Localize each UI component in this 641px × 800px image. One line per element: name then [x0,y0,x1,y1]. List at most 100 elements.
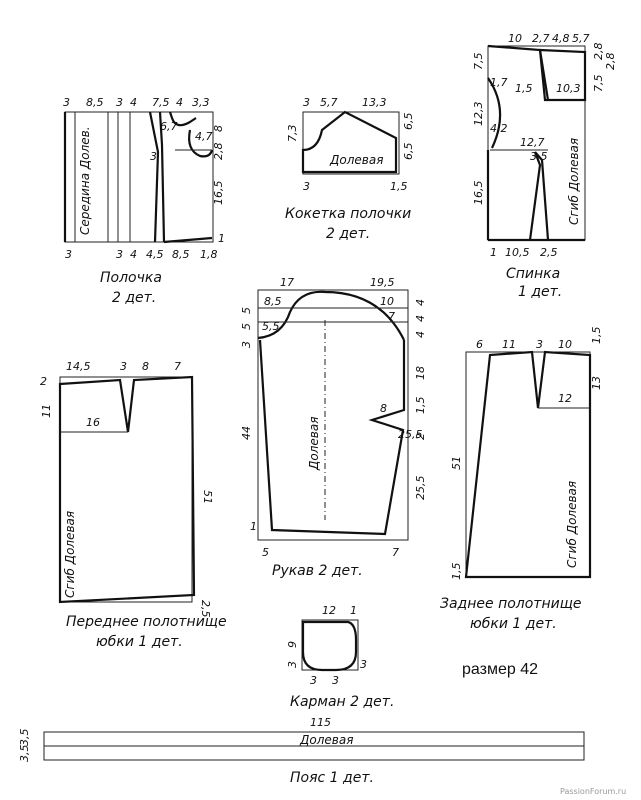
waistband-left-dim: 3,5 [18,729,31,747]
front-skirt-top-dim: 7 [174,360,181,373]
waistband-grain-label: Долевая [299,733,353,747]
back-skirt-piece: 6 11 3 10 1,5 13 12 51 1,5 Сгиб Долевая … [440,327,603,633]
sleeve-grain-label: Долевая [307,417,321,471]
sleeve-right-dim: 4 [414,315,427,322]
back-skirt-left-dim: 1,5 [450,563,463,581]
front-bodice-right-dim: 1 [218,232,225,245]
size-note: размер 42 [462,661,538,678]
waistband-caption: Пояс 1 дет. [290,770,374,786]
front-bodice-piece: 3 8,5 3 4 7,5 4 3,3 3 3 4 4,5 8,5 1,8 6,… [63,96,225,306]
front-bodice-top-dim: 3 [116,96,123,109]
back-bodice-top-dim: 10 [508,32,522,45]
front-bodice-inner-dim: 4,7 [195,130,213,143]
back-skirt-right-dim: 1,5 [590,327,603,345]
back-bodice-inner-dim: 1,7 [490,76,508,89]
waistband-left-dim: 3,5 [18,745,31,763]
back-bodice-top-dim: 4,8 [552,32,570,45]
back-bodice-left-dim: 7,5 [472,53,485,71]
back-bodice-inner-dim: 10,3 [556,82,581,95]
watermark: PassionForum.ru [560,787,626,796]
front-bodice-grain-label: Середина Долев. [78,126,92,235]
front-skirt-inner-dim: 16 [86,416,100,429]
back-skirt-top-dim: 6 [476,338,483,351]
sleeve-right-dim: 25,5 [414,476,427,501]
back-skirt-inner-dim: 12 [558,392,572,405]
front-bodice-bottom-dim: 4 [130,248,137,261]
back-bodice-quantity: 1 дет. [518,284,562,300]
back-skirt-top-dim: 11 [502,338,516,351]
back-bodice-bottom-dim: 1 [490,246,497,259]
front-bodice-bottom-dim: 3 [116,248,123,261]
sleeve-inner-dim: 7 [388,310,395,323]
back-bodice-inner-dim: 1,5 [515,82,533,95]
front-yoke-top-dim: 3 [303,96,310,109]
sleeve-right-dim: 4 [414,331,427,338]
sleeve-caption: Рукав 2 дет. [272,563,363,579]
front-yoke-grain-label: Долевая [329,153,383,167]
back-bodice-inner-dim: 4,2 [490,122,508,135]
sleeve-left-dim: 3 [240,341,253,348]
back-bodice-inner-dim: 3,5 [530,150,548,163]
back-bodice-right-dim: 2,8 [592,43,605,61]
pocket-top-dim: 12 [322,604,336,617]
pocket-bottom-dim: 3 [360,658,367,671]
front-bodice-bottom-dim: 1,8 [200,248,218,261]
front-bodice-right-dim: 16,5 [212,181,225,206]
front-yoke-right-dim: 6,5 [402,113,415,131]
front-bodice-bottom-dim: 3 [65,248,72,261]
front-skirt-grain-label: Сгиб Долевая [63,511,77,598]
back-bodice-left-dim: 12,3 [472,102,485,127]
sleeve-top-dim: 19,5 [370,276,395,289]
front-skirt-top-dim: 14,5 [66,360,91,373]
pocket-left-dim: 3 [286,661,299,668]
sleeve-right-dim: 4 [414,299,427,306]
pocket-left-dim: 9 [286,641,299,648]
pocket-bottom-dim: 3 [332,674,339,687]
pocket-top-dim: 1 [350,604,357,617]
back-skirt-left-dim: 51 [450,456,463,470]
sleeve-left-dim: 44 [240,426,253,440]
front-yoke-top-dim: 13,3 [362,96,387,109]
back-bodice-right-dim: 2,8 [604,53,617,71]
front-bodice-quantity: 2 дет. [112,290,156,306]
front-skirt-right-dim: 2,5 [199,600,212,618]
front-bodice-bottom-dim: 8,5 [172,248,190,261]
front-bodice-bottom-dim: 4,5 [146,248,164,261]
waistband-piece: 115 Долевая 3,5 3,5 Пояс 1 дет. [18,716,585,786]
back-bodice-left-dim: 16,5 [472,181,485,206]
back-bodice-grain-label: Сгиб Долевая [567,138,581,225]
back-bodice-piece: 10 2,7 4,8 5,7 2,8 7,5 2,8 1,7 1,5 10,3 … [472,32,617,300]
front-skirt-top-dim: 3 [120,360,127,373]
waistband-length-dim: 115 [310,716,331,729]
back-bodice-caption: Спинка [506,266,560,282]
front-bodice-top-dim: 8,5 [86,96,104,109]
back-bodice-bottom-dim: 2,5 [540,246,558,259]
sleeve-top-dim: 17 [280,276,294,289]
front-yoke-piece: 3 5,7 13,3 7,3 6,5 6,5 3 1,5 Долевая Кок… [285,96,415,242]
front-yoke-bottom-dim: 3 [303,180,310,193]
front-skirt-quantity: юбки 1 дет. [96,634,183,650]
sleeve-inner-dim: 8 [380,402,387,415]
back-bodice-inner-dim: 12,7 [520,136,545,149]
sleeve-inner-dim: 5,5 [262,320,280,333]
front-bodice-top-dim: 4 [130,96,137,109]
front-skirt-left-dim: 2 [40,375,47,388]
front-bodice-top-dim: 3 [63,96,70,109]
back-bodice-top-dim: 2,7 [532,32,550,45]
sleeve-right-dim: 2 [414,433,427,440]
front-yoke-quantity: 2 дет. [326,226,370,242]
front-bodice-inner-dim: 6,7 [160,120,178,133]
front-bodice-caption: Полочка [100,270,162,286]
sleeve-inner-dim: 10 [380,295,394,308]
front-yoke-right-dim: 6,5 [402,143,415,161]
sleeve-right-dim: 25,5 [398,428,423,441]
front-yoke-bottom-dim: 1,5 [390,180,408,193]
sleeve-bottom-dim: 5 [262,546,269,559]
front-skirt-right-dim: 51 [201,490,214,504]
pocket-caption: Карман 2 дет. [290,694,394,710]
pocket-bottom-dim: 3 [310,674,317,687]
front-yoke-left-dim: 7,3 [286,125,299,143]
sleeve-bottom-dim: 7 [392,546,399,559]
sleeve-bottom-dim: 1 [250,520,257,533]
